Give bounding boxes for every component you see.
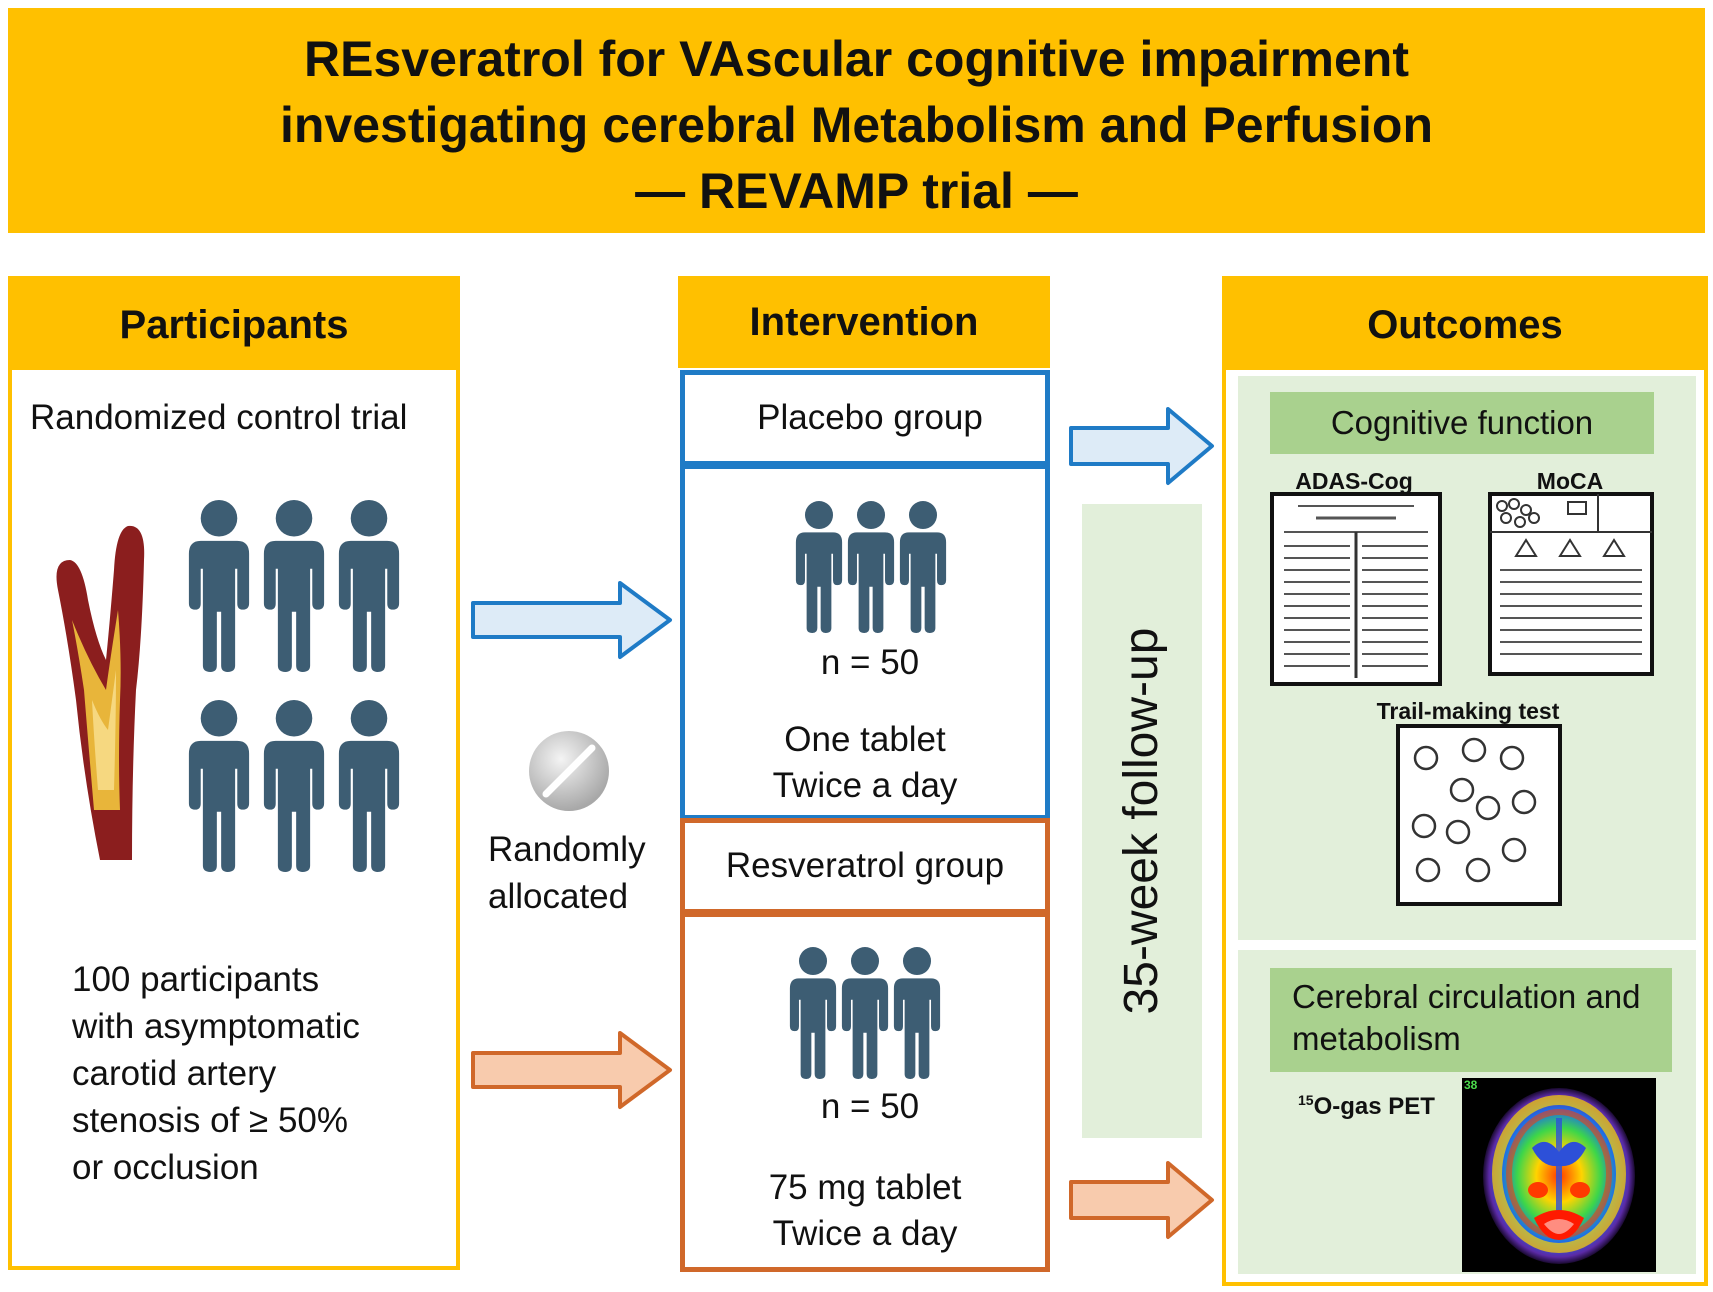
arrow-to-resveratrol bbox=[471, 1031, 672, 1109]
participants-header: Participants bbox=[12, 280, 456, 370]
resveratrol-dose: 75 mg tablet Twice a day bbox=[685, 1165, 1045, 1257]
moca-label: MoCA bbox=[1536, 468, 1604, 494]
intervention-header: Intervention bbox=[678, 276, 1050, 368]
resveratrol-dose-line: Twice a day bbox=[772, 1214, 958, 1253]
pet-scan-image: 38 bbox=[1462, 1078, 1656, 1272]
cerebral-heading: Cerebral circulation and metabolism bbox=[1270, 968, 1672, 1072]
placebo-n: n = 50 bbox=[820, 643, 920, 682]
person-icon bbox=[845, 501, 897, 633]
trail-making-form-icon bbox=[1396, 724, 1562, 906]
resveratrol-dose-line: 75 mg tablet bbox=[768, 1168, 962, 1207]
moca-form-icon bbox=[1488, 492, 1654, 676]
description-line: 100 participants bbox=[72, 960, 320, 999]
participants-description: 100 participants with asymptomatic carot… bbox=[72, 956, 360, 1191]
pet-label-text: O-gas PET bbox=[1313, 1093, 1435, 1120]
arrow-to-placebo bbox=[471, 581, 672, 659]
cerebral-heading-line: metabolism bbox=[1292, 1020, 1461, 1057]
followup-label: 35-week follow-up bbox=[1115, 627, 1168, 1015]
placebo-dose: One tablet Twice a day bbox=[685, 717, 1045, 809]
person-icon bbox=[897, 501, 949, 633]
placebo-details-box: n = 50 One tablet Twice a day bbox=[680, 464, 1050, 820]
person-icon bbox=[891, 947, 943, 1079]
title-line-1: REsveratrol for VAscular cognitive impai… bbox=[304, 31, 1409, 87]
placebo-group-label: Placebo group bbox=[680, 370, 1050, 466]
allocated-line: allocated bbox=[488, 877, 629, 916]
person-icon bbox=[335, 700, 403, 872]
arrow-resveratrol-to-outcomes bbox=[1069, 1161, 1214, 1239]
person-icon bbox=[787, 947, 839, 1079]
cognitive-section: Cognitive function ADAS-Cog MoCA bbox=[1238, 376, 1696, 940]
arrow-placebo-to-outcomes bbox=[1069, 407, 1214, 485]
placebo-dose-line: One tablet bbox=[784, 720, 946, 759]
title-banner: REsveratrol for VAscular cognitive impai… bbox=[8, 8, 1705, 233]
cerebral-heading-line: Cerebral circulation and bbox=[1292, 978, 1641, 1015]
outcomes-panel: Outcomes Cognitive function ADAS-Cog MoC… bbox=[1222, 276, 1708, 1286]
resveratrol-details-box: n = 50 75 mg tablet Twice a day bbox=[680, 912, 1050, 1272]
title-line-2: investigating cerebral Metabolism and Pe… bbox=[279, 97, 1434, 153]
randomly-allocated-label: Randomly allocated bbox=[488, 826, 678, 920]
person-icon bbox=[793, 501, 845, 633]
outcomes-header: Outcomes bbox=[1226, 280, 1704, 370]
pet-label: 15O-gas PET bbox=[1298, 1092, 1435, 1121]
placebo-dose-line: Twice a day bbox=[772, 766, 958, 805]
person-icon bbox=[260, 500, 328, 672]
resveratrol-group-label: Resveratrol group bbox=[680, 818, 1050, 914]
person-icon bbox=[185, 700, 253, 872]
resveratrol-n: n = 50 bbox=[820, 1087, 920, 1126]
participants-panel: Participants Randomized control trial 10… bbox=[8, 276, 460, 1270]
title-line-3: — REVAMP trial — bbox=[635, 163, 1078, 219]
tablet-icon bbox=[529, 731, 609, 811]
trail-making-label: Trail-making test bbox=[1376, 698, 1560, 724]
cerebral-section: Cerebral circulation and metabolism 15O-… bbox=[1238, 950, 1696, 1274]
person-icon bbox=[839, 947, 891, 1079]
study-design-label: Randomized control trial bbox=[30, 398, 408, 437]
description-line: stenosis of ≥ 50% bbox=[72, 1101, 349, 1140]
randomly-line: Randomly bbox=[488, 830, 646, 869]
carotid-artery-illustration bbox=[56, 525, 145, 860]
followup-bar: 35-week follow-up bbox=[1082, 504, 1202, 1138]
adas-cog-label: ADAS-Cog bbox=[1295, 468, 1413, 494]
cognitive-function-heading: Cognitive function bbox=[1270, 392, 1654, 454]
person-icon bbox=[335, 500, 403, 672]
pet-isotope-superscript: 15 bbox=[1298, 1092, 1314, 1108]
person-icon bbox=[185, 500, 253, 672]
description-line: with asymptomatic bbox=[72, 1007, 360, 1046]
brain-pet-graphic bbox=[1483, 1088, 1635, 1264]
description-line: or occlusion bbox=[72, 1148, 259, 1187]
adas-cog-form-icon bbox=[1270, 492, 1442, 686]
pet-slice-number: 38 bbox=[1464, 1078, 1478, 1092]
description-line: carotid artery bbox=[72, 1054, 277, 1093]
person-icon bbox=[260, 700, 328, 872]
